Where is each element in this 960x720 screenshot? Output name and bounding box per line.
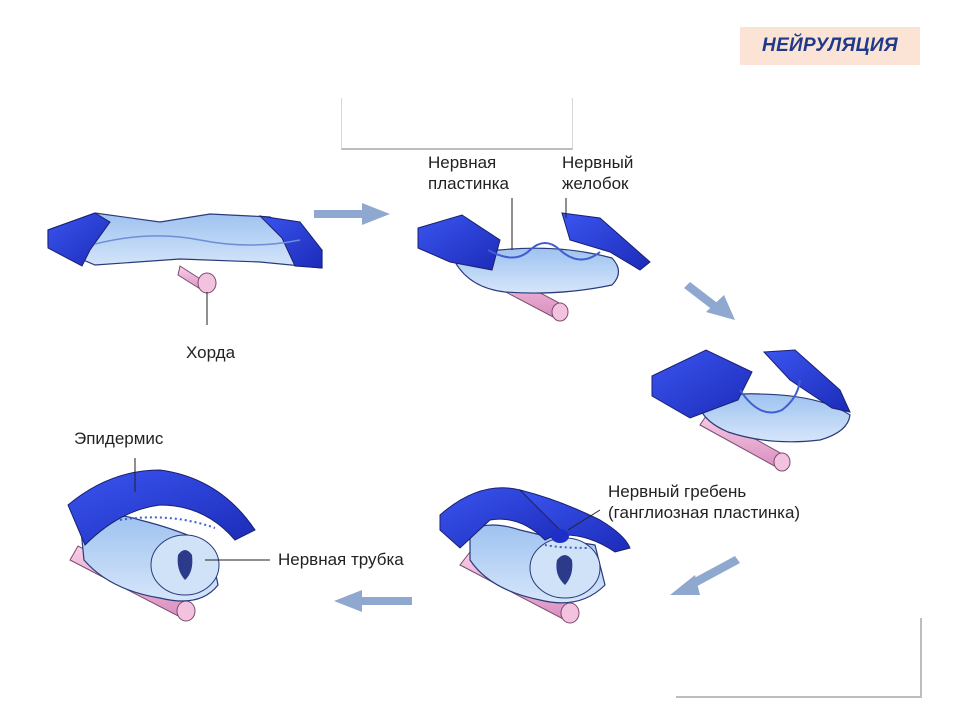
stage-5-neural-tube: [67, 469, 256, 622]
slide-title: НЕЙРУЛЯЦИЯ: [762, 35, 898, 56]
label-neural-crest: Нервный гребень (ганглиозная пластинка): [608, 481, 800, 523]
label-neural-plate-line2: пластинка: [428, 174, 510, 193]
notochord-rod-1: [177, 265, 217, 294]
label-notochord: Хорда: [186, 343, 236, 362]
stage-3-neural-folds: [651, 349, 851, 472]
label-epidermis: Эпидермис: [74, 429, 164, 448]
title-box: НЕЙРУЛЯЦИЯ: [740, 27, 920, 65]
arrow-stage4-to-5: [334, 590, 412, 612]
neural-crest-leader-line: [567, 509, 601, 531]
label-neural-groove-line1: Нервный: [562, 153, 634, 172]
label-neural-tube: Нервная трубка: [278, 550, 404, 569]
label-neural-plate-line1: Нервная: [428, 153, 497, 172]
label-neural-plate: Нервная пластинка: [428, 152, 509, 194]
stage-1-neural-plate: [47, 212, 323, 294]
stage-2-neural-groove: [417, 212, 651, 322]
arrow-stage1-to-2: [314, 203, 390, 225]
label-neural-groove-line2: желобок: [562, 174, 629, 193]
process-arrows: [314, 203, 740, 612]
arrow-stage3-to-4: [670, 556, 740, 595]
label-neural-crest-line2: (ганглиозная пластинка): [608, 503, 801, 522]
blank-placeholder-frame: [341, 98, 573, 150]
label-neural-crest-line1: Нервный гребень: [608, 482, 747, 501]
stage-4-neural-crest: [439, 487, 631, 624]
blank-placeholder-frame-bottom: [676, 618, 922, 698]
arrow-stage2-to-3: [684, 282, 735, 320]
label-neural-groove: Нервный желобок: [562, 152, 633, 194]
